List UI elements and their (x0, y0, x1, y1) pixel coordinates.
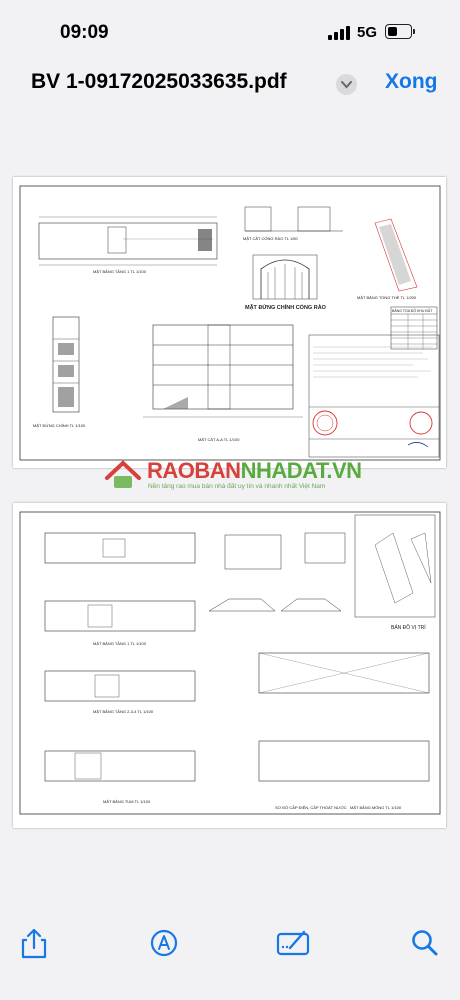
drawing-label-floor1-p2: MẶT BẰNG TẦNG 1 TL 1/100 (93, 641, 147, 646)
annotate-icon[interactable] (276, 928, 310, 960)
search-icon[interactable] (410, 928, 442, 960)
bottom-toolbar (0, 920, 460, 964)
pdf-page-1: MẶT BẰNG TẦNG 1 TL 1/100 MẶT CẮT CỔNG RÀ… (13, 177, 446, 468)
drawing-label-roof: MẶT BẰNG TUM TL 1/100 (103, 799, 151, 804)
drawing-label-site-plan: MẶT BẰNG TỔNG THỂ TL 1/200 (357, 295, 417, 300)
pdf-page-2: MẶT BẰNG TẦNG 1 TL 1/100 MẶT BẰNG TẦNG 2… (13, 503, 446, 828)
architectural-drawing-sheet-2: MẶT BẰNG TẦNG 1 TL 1/100 MẶT BẰNG TẦNG 2… (19, 511, 441, 815)
watermark-tagline: Nền tảng rao mua bán nhà đất uy tín và n… (148, 483, 326, 490)
watermark-brand: RAOBANNHADAT.VN (147, 458, 362, 484)
watermark-brand-part2: NHADAT.VN (240, 458, 362, 483)
watermark-brand-part1: RAOBAN (147, 458, 241, 483)
coordinates-table-title: BẢNG TỌA ĐỘ KHU ĐẤT (392, 308, 433, 313)
battery-icon (385, 24, 415, 39)
raobannhadat-watermark: RAOBANNHADAT.VN Nền tảng rao mua bán nhà… (103, 456, 363, 496)
drawing-label-main-elevation: MẶT ĐỨNG CHÍNH TL 1/100 (33, 423, 86, 428)
drawing-label-gate-section: MẶT CẮT CỔNG RÀO TL 1/50 (243, 236, 299, 241)
architectural-drawing-sheet-1: MẶT BẰNG TẦNG 1 TL 1/100 MẶT CẮT CỔNG RÀ… (19, 185, 441, 461)
document-title[interactable]: BV 1-09172025033635.pdf (31, 70, 287, 93)
chevron-down-icon[interactable] (336, 74, 357, 95)
status-time: 09:09 (60, 22, 109, 43)
house-logo-icon (105, 460, 141, 488)
drawing-label-site-location: BẢN ĐỒ VỊ TRÍ (391, 624, 426, 631)
navigation-bar: BV 1-09172025033635.pdf Xong (0, 62, 460, 106)
drawing-label-section-aa: MẶT CẮT A-A TL 1/100 (198, 437, 240, 442)
drawing-label-floor1: MẶT BẰNG TẦNG 1 TL 1/100 (93, 269, 147, 274)
drawing-label-floor234: MẶT BẰNG TẦNG 2-3-4 TL 1/100 (93, 709, 154, 714)
cellular-signal-icon (328, 26, 352, 40)
markup-icon[interactable] (149, 928, 181, 960)
drawing-label-utilities: SƠ ĐỒ CẤP ĐIỆN, CẤP THOÁT NƯỚC (275, 805, 347, 810)
done-button[interactable]: Xong (385, 70, 438, 93)
share-icon[interactable] (19, 928, 51, 960)
network-type: 5G (357, 24, 378, 41)
drawing-label-gate-elevation: MẶT ĐỨNG CHÍNH CỔNG RÀO (245, 303, 327, 311)
status-bar: 09:09 5G (0, 0, 460, 62)
drawing-label-foundation: MẶT BẰNG MÓNG TL 1/100 (350, 805, 402, 810)
